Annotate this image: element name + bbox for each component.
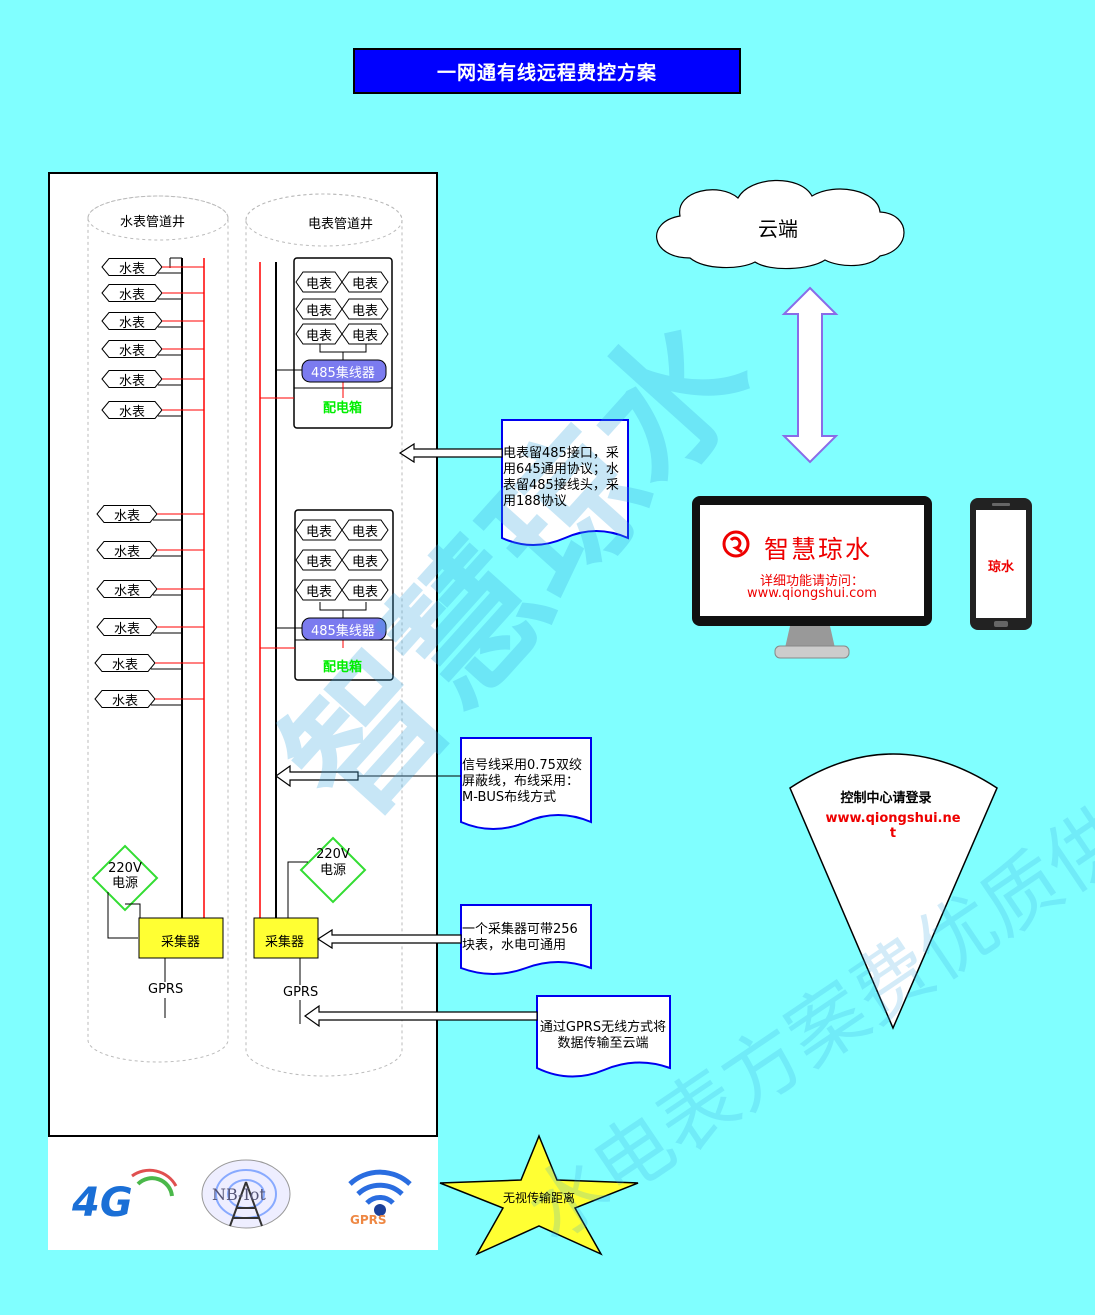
elec-meter-label: 电表	[305, 277, 332, 292]
elec-well-outline	[245, 193, 403, 1077]
note-interface: 电表留485接口，采用645通用协议；水表留485接线头，采用188协议	[503, 446, 619, 509]
elec-meter-label: 电表	[305, 585, 332, 600]
note-signal-shape	[460, 737, 592, 830]
svg-text:GPRS: GPRS	[350, 1213, 387, 1227]
svg-text:NB-Iot: NB-Iot	[212, 1185, 266, 1204]
elec-meter-label: 电表	[351, 304, 378, 319]
note-signal: 信号线采用0.75双绞屏蔽线，布线采用：M-BUS布线方式	[462, 758, 582, 805]
elec-meter-label: 电表	[351, 585, 378, 600]
elec-meter-label: 电表	[351, 555, 378, 570]
elec-collector-label: 采集器	[265, 935, 305, 950]
elec-meter-shape	[341, 323, 389, 345]
elec-meter-label: 电表	[305, 329, 332, 344]
elec-meter-shape	[341, 549, 389, 571]
star-shape	[439, 1134, 639, 1256]
water-gprs-label: GPRS	[148, 982, 184, 997]
water-meter-label: 水表	[113, 584, 140, 599]
water-meter-label: 水表	[111, 694, 138, 709]
elec-meter-label: 电表	[351, 329, 378, 344]
elec-meter-shape	[341, 519, 389, 541]
elec-meter-shape	[341, 271, 389, 293]
elec-meter-shape	[341, 579, 389, 601]
elec-meter-label: 电表	[351, 525, 378, 540]
elec-gprs-label: GPRS	[283, 985, 319, 1000]
water-meter-label: 水表	[113, 545, 140, 560]
elec-meter-label: 电表	[305, 525, 332, 540]
cloud-shape	[656, 179, 905, 270]
water-meter-label: 水表	[113, 622, 140, 637]
svg-text:4G: 4G	[71, 1180, 133, 1226]
double-arrow	[781, 286, 839, 464]
monitor-brand: 智慧琼水	[764, 535, 873, 564]
concentrator-1-label: 485集线器	[311, 366, 375, 381]
control-cone	[789, 753, 998, 1030]
water-collector-label: 采集器	[161, 935, 201, 950]
water-meter-label: 水表	[118, 374, 145, 389]
box-1-label: 配电箱	[323, 401, 363, 416]
concentrator-2-label: 485集线器	[311, 624, 375, 639]
water-meter-label: 水表	[118, 262, 145, 277]
cone-login-text: 控制中心请登录	[840, 791, 932, 806]
cloud-label: 云端	[758, 217, 798, 241]
elec-meter-label: 电表	[351, 277, 378, 292]
water-well-label: 水表管道井	[120, 215, 186, 230]
water-well-outline	[87, 195, 229, 1063]
elec-well-label: 电表管道井	[308, 217, 374, 232]
elec-meter-label: 电表	[305, 304, 332, 319]
box-2-label: 配电箱	[323, 660, 363, 675]
water-meter-label: 水表	[113, 509, 140, 524]
page-title: 一网通有线远程费控方案	[353, 48, 741, 94]
note-gprs: 通过GPRS无线方式将数据传输至云端	[539, 1020, 667, 1051]
elec-meter-label: 电表	[305, 555, 332, 570]
monitor-visit-text: 详细功能请访问：	[759, 574, 864, 589]
water-meter-label: 水表	[118, 288, 145, 303]
elec-meter-shape	[341, 298, 389, 320]
note-collector: 一个采集器可带256块表，水电可通用	[462, 922, 578, 953]
water-meter-label: 水表	[118, 344, 145, 359]
water-meter-label: 水表	[118, 316, 145, 331]
water-meter-label: 水表	[111, 658, 138, 673]
water-meter-label: 水表	[118, 405, 145, 420]
note-gprs-shape	[536, 995, 671, 1078]
note-interface-shape	[501, 419, 629, 546]
phone-app-label: 琼水	[987, 560, 1014, 575]
note-collector-shape	[460, 904, 592, 975]
star-label: 无视传输距离	[502, 1191, 575, 1205]
monitor-url-link[interactable]: www.qiongshui.com	[747, 586, 877, 601]
